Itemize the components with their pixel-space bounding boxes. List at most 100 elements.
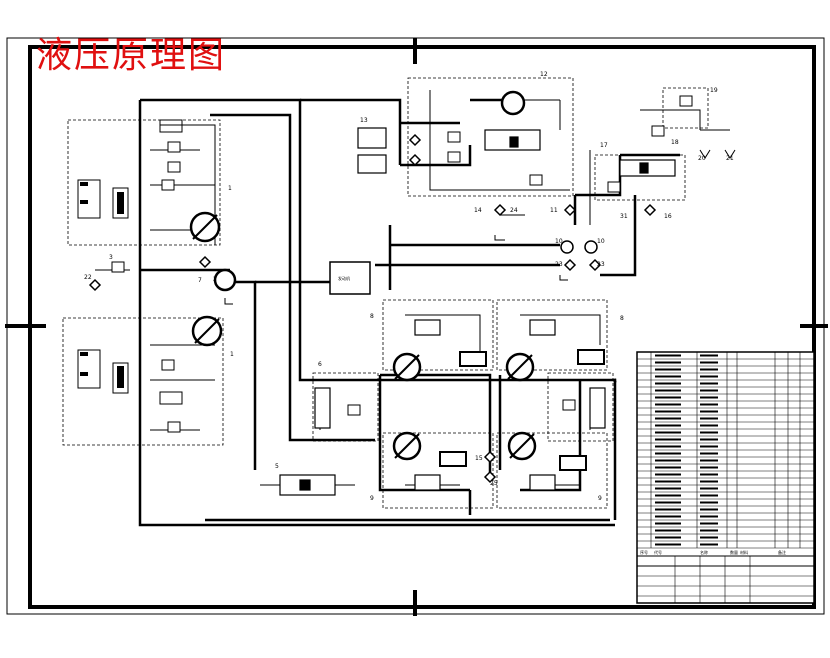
svg-text:2: 2 bbox=[213, 276, 217, 283]
title-block-entry bbox=[700, 487, 718, 490]
title-block-entry bbox=[655, 424, 681, 427]
title-block-entry bbox=[700, 438, 718, 441]
title-block-entry bbox=[700, 410, 718, 413]
tank-symbols bbox=[224, 149, 736, 305]
filters bbox=[88, 133, 657, 484]
svg-text:19: 19 bbox=[710, 87, 718, 94]
title-block-entry bbox=[700, 522, 718, 525]
title-block-header: 材料 bbox=[740, 549, 748, 555]
title-block-entry bbox=[655, 445, 681, 448]
gauges bbox=[560, 240, 598, 254]
svg-text:9: 9 bbox=[370, 495, 374, 502]
title-block-entry bbox=[655, 452, 681, 455]
pump-diagonals bbox=[192, 214, 535, 459]
title-block-entry bbox=[655, 543, 681, 546]
svg-text:3: 3 bbox=[109, 254, 113, 261]
svg-text:10: 10 bbox=[555, 238, 563, 245]
svg-text:25: 25 bbox=[490, 480, 498, 487]
control-lines bbox=[95, 90, 730, 486]
component-groups bbox=[62, 77, 709, 509]
svg-text:12: 12 bbox=[540, 71, 548, 78]
title-block-entry bbox=[700, 354, 718, 357]
relief-valves bbox=[111, 95, 693, 433]
title-block-entry bbox=[700, 382, 718, 385]
title-block-entry bbox=[700, 375, 718, 378]
title-block-entry bbox=[700, 480, 718, 483]
title-block-entry bbox=[700, 403, 718, 406]
title-block-entry bbox=[700, 543, 718, 546]
svg-text:7: 7 bbox=[198, 277, 202, 284]
title-block: 序号代号名称数量材料备注 bbox=[636, 351, 815, 604]
svg-text:22: 22 bbox=[84, 274, 92, 281]
title-block-entry bbox=[655, 438, 681, 441]
title-block-entry bbox=[700, 361, 718, 364]
title-block-entry bbox=[655, 403, 681, 406]
pipelines bbox=[138, 98, 680, 527]
title-block-entry bbox=[700, 494, 718, 497]
title-block-entry bbox=[655, 494, 681, 497]
title-block-entry bbox=[655, 522, 681, 525]
title-block-entry bbox=[700, 536, 718, 539]
title-block-entry bbox=[655, 375, 681, 378]
title-block-entry bbox=[700, 417, 718, 420]
title-block-entry bbox=[655, 368, 681, 371]
title-block-entry bbox=[655, 431, 681, 434]
title-block-entry bbox=[655, 501, 681, 504]
title-block-entry bbox=[655, 410, 681, 413]
cylinders bbox=[439, 349, 605, 471]
svg-text:9: 9 bbox=[598, 495, 602, 502]
title-block-header: 名称 bbox=[700, 549, 708, 555]
left-valve-marks bbox=[80, 182, 124, 388]
title-block-entry bbox=[700, 459, 718, 462]
title-block-entry bbox=[655, 529, 681, 532]
title-block-entry bbox=[700, 452, 718, 455]
title-block-entry bbox=[700, 501, 718, 504]
svg-text:31: 31 bbox=[620, 213, 628, 220]
svg-text:11: 11 bbox=[550, 207, 558, 214]
svg-text:6: 6 bbox=[613, 378, 617, 385]
svg-text:23: 23 bbox=[555, 261, 563, 268]
title-block-entry bbox=[700, 515, 718, 518]
title-block-entry bbox=[700, 529, 718, 532]
svg-text:17: 17 bbox=[600, 142, 608, 149]
svg-text:14: 14 bbox=[474, 207, 482, 214]
svg-text:15: 15 bbox=[475, 455, 483, 462]
title-block-entry bbox=[700, 389, 718, 392]
title-block-entry bbox=[655, 354, 681, 357]
title-block-entry bbox=[655, 515, 681, 518]
svg-text:8: 8 bbox=[370, 313, 374, 320]
svg-text:23: 23 bbox=[597, 261, 605, 268]
title-block-header: 代号 bbox=[654, 549, 662, 555]
svg-text:13: 13 bbox=[360, 117, 368, 124]
svg-text:21: 21 bbox=[726, 155, 734, 162]
svg-text:8: 8 bbox=[620, 315, 624, 322]
drawing-title: 液压原理图 bbox=[36, 35, 227, 76]
svg-text:10: 10 bbox=[597, 238, 605, 245]
title-block-entry bbox=[700, 431, 718, 434]
title-block-entry bbox=[700, 445, 718, 448]
title-block-entry bbox=[655, 417, 681, 420]
title-block-entry bbox=[655, 459, 681, 462]
svg-text:5: 5 bbox=[275, 463, 279, 470]
title-block-header: 备注 bbox=[778, 549, 786, 555]
title-block-entry bbox=[655, 466, 681, 469]
engine-box bbox=[329, 261, 371, 295]
svg-text:1: 1 bbox=[228, 185, 232, 192]
title-block-entry bbox=[655, 487, 681, 490]
title-block-entry bbox=[700, 396, 718, 399]
title-block-entry bbox=[655, 480, 681, 483]
engine-label: 发动机 bbox=[338, 275, 350, 281]
svg-text:1: 1 bbox=[230, 351, 234, 358]
svg-text:24: 24 bbox=[510, 207, 518, 214]
title-block-entry bbox=[655, 536, 681, 539]
svg-text:18: 18 bbox=[671, 139, 679, 146]
title-block-entry bbox=[655, 389, 681, 392]
title-block-entry bbox=[655, 508, 681, 511]
svg-text:20: 20 bbox=[698, 155, 706, 162]
title-block-entry bbox=[700, 473, 718, 476]
title-block-entry bbox=[655, 382, 681, 385]
title-block-entry bbox=[655, 361, 681, 364]
title-block-entry bbox=[700, 424, 718, 427]
